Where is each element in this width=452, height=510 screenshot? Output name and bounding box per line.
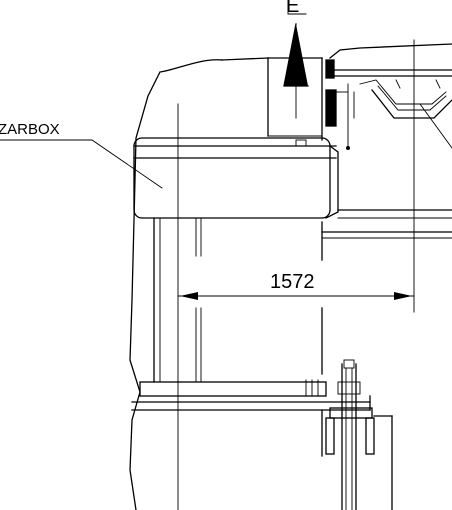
housing-break-outline [129,59,223,510]
frame-members [153,217,323,383]
upper-right-assembly [321,43,452,239]
view-indicator-e [283,0,309,119]
centerlines [177,39,415,510]
anchor-bolt [321,359,393,510]
part-leader-line [0,139,163,189]
dimension-value: 1572 [270,271,315,293]
base-plate [131,379,371,411]
gearbox-body [133,135,339,219]
view-arrow-head [283,23,309,87]
view-label: E [286,0,299,17]
part-label: ZARBOX [0,121,60,138]
dimension-1572: 1572 [177,271,415,300]
